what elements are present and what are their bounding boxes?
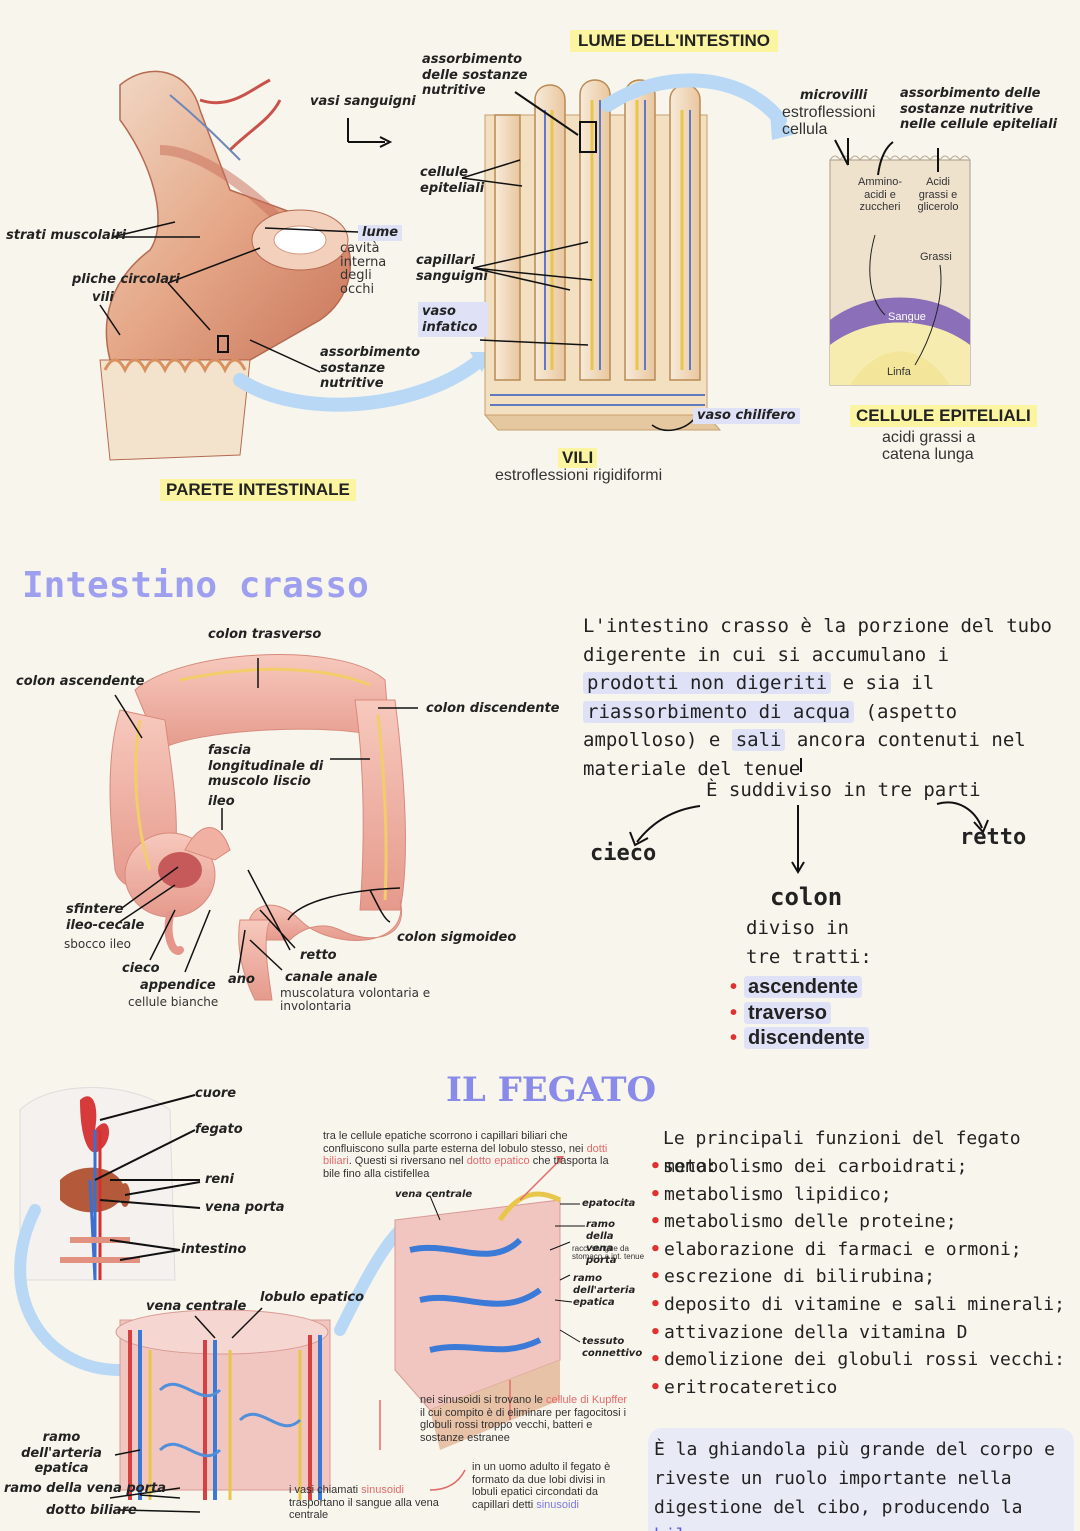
part-colon: colon bbox=[770, 883, 843, 911]
ghiandola-note: È la ghiandola più grande del corpo e ri… bbox=[648, 1428, 1074, 1531]
racc-sangue-label: racc. sangue da stomaco a int. tenue bbox=[572, 1244, 645, 1261]
tratto-item: discendente bbox=[730, 1026, 869, 1052]
vili-desc: estroflessioni rigidiformi bbox=[495, 467, 663, 484]
lume-intestino-label: LUME DELL'INTESTINO bbox=[570, 30, 778, 52]
crasso-title: Intestino crasso bbox=[22, 565, 369, 606]
linfa-label: Linfa bbox=[887, 366, 911, 378]
colon-trasverso-label: colon trasverso bbox=[208, 627, 322, 642]
vena-centrale-small-label: vena centrale bbox=[395, 1189, 473, 1200]
cuore-label: cuore bbox=[195, 1086, 237, 1101]
vili-title: VILI bbox=[558, 448, 598, 468]
strati-muscolari-label: strati muscolairi bbox=[6, 228, 127, 243]
microvilli-desc: estroflessioni cellula bbox=[782, 104, 876, 138]
lobulo-label: lobulo epatico bbox=[260, 1290, 365, 1305]
cieco-small-label: cieco bbox=[122, 961, 160, 976]
funzione-item: metabolismo lipidico; bbox=[650, 1181, 1065, 1209]
cellule-bianche-label: cellule bianche bbox=[128, 995, 219, 1009]
funzione-item: metabolismo delle proteine; bbox=[650, 1208, 1065, 1236]
colon-illustration bbox=[109, 654, 418, 1001]
ramo-vena-label: ramo della vena porta bbox=[4, 1481, 166, 1496]
colon-discendente-label: colon discendente bbox=[426, 701, 560, 716]
vaso-chilifero-label: vaso chilifero bbox=[693, 408, 800, 424]
ileo-label: ileo bbox=[208, 794, 235, 809]
lume-desc: cavità interna degli occhi bbox=[340, 241, 387, 297]
vili-small-label: vili bbox=[92, 290, 114, 305]
muscolatura-label: muscolatura volontaria e involontaria bbox=[280, 986, 431, 1013]
bile-description: tra le cellule epatiche scorrono i capil… bbox=[323, 1130, 609, 1180]
funzione-item: metabolismo dei carboidrati; bbox=[650, 1153, 1065, 1181]
funzione-item: attivazione della vitamina D bbox=[650, 1319, 1065, 1347]
cellule-desc: acidi grassi a catena lunga bbox=[882, 429, 976, 463]
ano-label: ano bbox=[228, 972, 255, 987]
tessuto-label: tessuto connettivo bbox=[582, 1336, 643, 1359]
ramo-arteria-small-label: ramo dell'arteria epatica bbox=[573, 1273, 636, 1308]
sinusoidi-description: i vasi chiamati sinusoidi trasportano il… bbox=[289, 1484, 439, 1522]
funzioni-list: metabolismo dei carboidrati; metabolismo… bbox=[650, 1153, 1065, 1401]
ramo-vena-porta-small-label: ramo della vena porta bbox=[586, 1219, 617, 1266]
vena-centrale-label: vena centrale bbox=[146, 1299, 247, 1314]
appendice-label: appendice bbox=[140, 978, 216, 993]
funzione-item: deposito di vitamine e sali minerali; bbox=[650, 1291, 1065, 1319]
microvilli-label: microvilli bbox=[800, 88, 868, 103]
fegato-title: IL FEGATO bbox=[446, 1070, 657, 1110]
tratto-item: ascendente bbox=[730, 975, 869, 1001]
vaso-linfatico-label: vaso infatico bbox=[418, 302, 488, 338]
sangue-label: Sangue bbox=[888, 311, 926, 323]
intestino-label: intestino bbox=[181, 1242, 247, 1257]
liver-illustration bbox=[14, 1087, 585, 1513]
vena-porta-label: vena porta bbox=[205, 1200, 285, 1215]
funzione-item: eritrocatereticο bbox=[650, 1374, 1065, 1402]
canale-anale-label: canale anale bbox=[285, 970, 378, 985]
funzione-item: demolizione dei globuli rossi vecchi: bbox=[650, 1346, 1065, 1374]
sbocco-label: sbocco ileo bbox=[64, 937, 131, 951]
pliche-label: pliche circolari bbox=[72, 272, 180, 287]
assorbimento-top-label: assorbimento delle sostanze nutritive bbox=[422, 52, 528, 99]
assorbimento-right-label: assorbimento delle sostanze nutritive ne… bbox=[900, 86, 1058, 133]
sfintere-label: sfintere ileo-cecale bbox=[66, 902, 145, 933]
grassi-label: Grassi bbox=[920, 251, 952, 263]
fascia-label: fascia longitudinale di muscolo liscio bbox=[208, 743, 324, 790]
part-retto: retto bbox=[960, 825, 1027, 850]
epatocita-label: epatocita bbox=[582, 1198, 636, 1209]
intestinal-wall-illustration bbox=[99, 70, 971, 461]
vasi-sanguigni-label: vasi sanguigni bbox=[310, 94, 416, 109]
colon-ascendente-label: colon ascendente bbox=[16, 674, 145, 689]
tratti-list: ascendente traverso discendente bbox=[730, 975, 869, 1052]
crasso-description: L'intestino crasso è la porzione del tub… bbox=[583, 615, 1052, 780]
funzione-item: elaborazione di farmaci e ormoni; bbox=[650, 1236, 1065, 1264]
tratto-item: traverso bbox=[730, 1001, 869, 1027]
lobi-description: in un uomo adulto il fegato è formato da… bbox=[472, 1461, 611, 1511]
assorbimento-left-label: assorbimento sostanze nutritive bbox=[320, 345, 421, 392]
capillari-label: capillari sanguigni bbox=[416, 253, 488, 284]
retto-small-label: retto bbox=[300, 948, 337, 963]
ramo-arteria-label: ramo dell'arteria epatica bbox=[21, 1430, 102, 1477]
part-cieco: cieco bbox=[590, 841, 657, 866]
lume-label: lume bbox=[358, 225, 403, 241]
crasso-arrows bbox=[629, 758, 989, 874]
cellule-epiteliali-small-label: cellule epiteliali bbox=[420, 165, 485, 196]
reni-label: reni bbox=[205, 1172, 234, 1187]
suddiviso-text: È suddiviso in tre parti bbox=[706, 779, 981, 801]
dotto-biliare-label: dotto biliare bbox=[46, 1503, 137, 1518]
colon-desc: diviso in tre tratti: bbox=[746, 917, 872, 968]
fegato-label: fegato bbox=[195, 1122, 243, 1137]
kupffer-description: nei sinusoidi si trovano le cellule di K… bbox=[420, 1394, 628, 1444]
acidi-grassi-label: Acidi grassi e glicerolo bbox=[917, 176, 959, 214]
colon-sigmoideo-label: colon sigmoideo bbox=[397, 930, 517, 945]
parete-intestinale-label: PARETE INTESTINALE bbox=[160, 479, 356, 501]
funzione-item: escrezione di bilirubina; bbox=[650, 1263, 1065, 1291]
cellule-epiteliali-title: CELLULE EPITELIALI bbox=[850, 405, 1037, 427]
amminoacidi-label: Ammino- acidi e zuccheri bbox=[857, 176, 902, 214]
